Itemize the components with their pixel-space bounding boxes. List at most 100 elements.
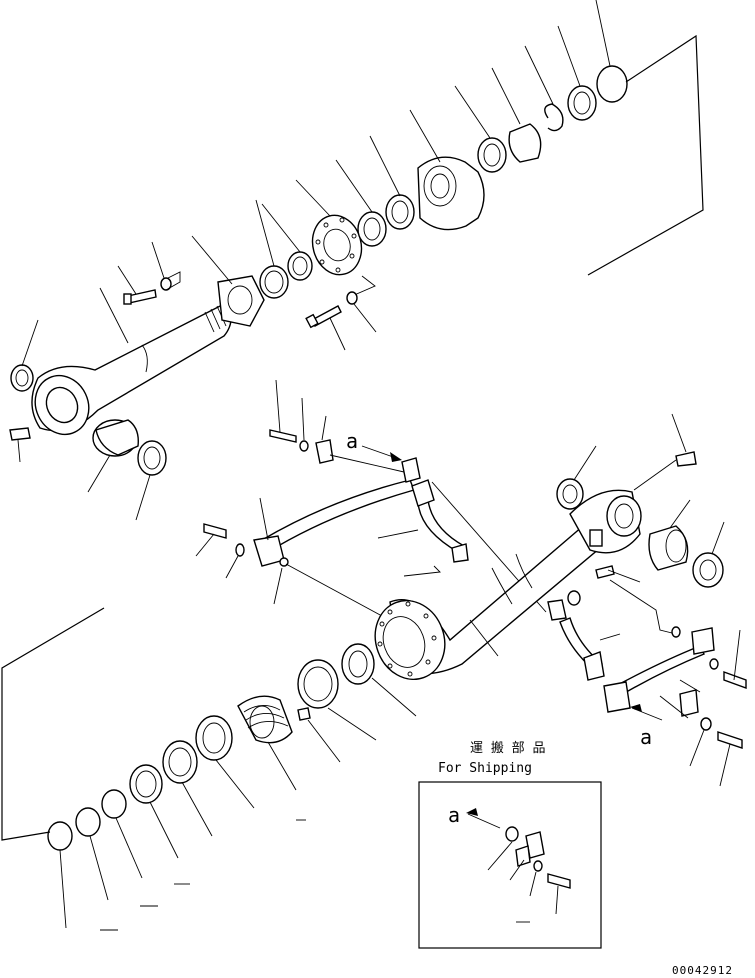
leader-line [711,521,725,555]
leader-line [487,841,513,871]
lower-bolt [723,671,747,689]
inset-plate [515,845,531,867]
retainer-flange-bore [323,228,351,262]
label-tag [403,565,441,577]
tube-eye-boss [606,495,642,537]
leader-line [595,0,611,67]
band-clamp-block [411,479,435,507]
inset-arrow-line [467,813,501,829]
leader-line [215,759,255,809]
leader-line [225,555,239,579]
leader-line [329,317,346,351]
group-bracket-line [1,607,105,841]
inset-view-marker: a [448,803,460,827]
cylinder-tube-assembly: a [374,413,747,787]
leader-line [135,474,151,521]
leader-line [469,619,499,657]
piston-seal-kit [1,607,417,931]
figure-number: 00042912 [672,964,733,977]
leader-line [59,849,67,929]
piston-ring-2 [162,740,198,784]
leader-line [151,241,165,279]
lower-pipe-flange [691,627,715,655]
leader-line [117,265,137,295]
grease-fitting [9,427,31,441]
cylinder-head-bore-inner [430,173,450,199]
tube-eye-seal-inner [562,484,578,504]
clamp-bolt [269,429,297,443]
lower-pipe [611,645,705,700]
slipper-seal [75,807,101,837]
tube-grease-fitting [675,451,697,467]
leader-line [195,533,215,557]
inset-frame [418,781,602,949]
tube-bushing-end [665,529,687,563]
bolt [127,289,157,304]
leader-line [267,741,297,791]
leader-line [524,45,554,105]
head-washer [346,291,358,305]
leader-line [659,695,689,719]
seal-ring [137,440,167,476]
leader-line [99,287,129,344]
leader-line [573,445,597,481]
pipe-end-o-ring [671,626,681,638]
clamp-bolt-2 [717,731,743,749]
leader-line [115,817,143,879]
group-bracket-line [587,34,704,276]
bushing-body [95,419,139,456]
seal-ring-inner [143,446,161,470]
pipe-end-fitting [401,457,421,483]
piston-rod-assembly [9,199,313,521]
leader-line [607,569,641,583]
head-bolt-head [305,313,319,329]
piston-o-ring [47,821,73,851]
view-marker-a-lower: a [640,725,652,749]
tube-flange [374,599,446,681]
inset-title-en: For Shipping [438,761,532,776]
tube-break-mark [491,567,513,605]
head-seal-inner [483,143,501,167]
leader-line [509,859,525,881]
backup-ring-lower-inner [135,770,157,798]
leader-line [353,303,377,333]
retainer-bolt-holes [315,217,357,273]
leader-line [255,199,275,267]
backup-ring-lower [129,764,163,804]
tube-break-mark [515,553,533,589]
leader-line [307,719,341,763]
cover-plate-bore [227,285,253,315]
band-clamp [417,499,466,553]
set-screw [297,707,311,721]
leader-line [17,439,21,463]
leader-line [409,109,441,163]
leader-line [301,397,305,441]
view-arrow-line [361,445,397,459]
leader-line [599,633,621,641]
hose-assembly: a [195,379,547,617]
inset-bolt [547,873,571,889]
snap-ring-open [544,103,564,132]
leader-line [369,135,401,197]
pipe [261,479,415,553]
o-ring-lower [101,789,127,819]
lower-band-foot [583,651,605,681]
leader-line [21,319,39,367]
wear-ring-inner [303,666,333,702]
leader-line [719,743,731,787]
leader-line [295,179,331,217]
leader-line [181,781,213,837]
buffer-ring [385,194,415,230]
lower-band-block [547,599,567,621]
inset-washer [533,860,543,872]
pipe-washer [235,543,245,557]
o-ring [596,65,628,103]
tube-seal-ring-inner [699,559,717,581]
cylinder-head [417,156,485,231]
leader-line [557,25,581,87]
head-bushing [508,123,542,163]
inset-title-jp: 運 搬 部 品 [470,741,545,756]
leader-line [335,159,373,213]
rod-packing [357,211,387,247]
